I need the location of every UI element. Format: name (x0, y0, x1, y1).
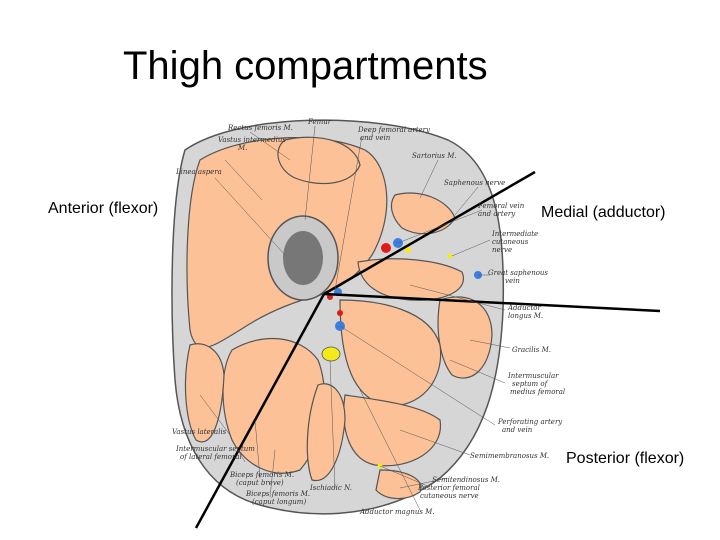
annotation: Vastus lateralis (172, 428, 227, 436)
annotation: of lateral femoral (180, 453, 242, 461)
annotation: Perforating artery (497, 418, 563, 426)
rectus-femoris-muscle (277, 136, 361, 185)
sciatic-nerve (321, 346, 341, 362)
annotation: M. (237, 144, 247, 152)
annotation: (caput longum) (252, 498, 306, 506)
annotation: Semimembranosus M. (470, 452, 549, 460)
annotation: vein (505, 277, 520, 285)
annotation: Biceps femoris M. (229, 471, 294, 479)
annotation: Intermuscular (507, 372, 559, 380)
femur-marrow (283, 231, 323, 285)
annotation: and vein (502, 426, 533, 434)
anterior-compartment-label: Anterior (flexor) (48, 200, 159, 217)
annotation: Gracilis M. (512, 346, 551, 354)
saphenous-nerve (405, 247, 411, 253)
posterior-muscle-center (306, 383, 346, 482)
annotation: Femur (307, 118, 332, 126)
divider-anterior-posterior (194, 293, 326, 529)
annotation: Deep femoral artery (357, 126, 431, 134)
annotation: longus M. (508, 312, 543, 320)
annotation: Intermediate (491, 230, 538, 238)
annotation: Adductor (507, 304, 541, 312)
annotation: cutaneous (492, 238, 529, 246)
intermediate-cutaneous-nerve (447, 253, 453, 259)
leader-lines (199, 125, 511, 511)
adductor-magnus-muscle (339, 299, 442, 407)
biceps-femoris-muscle (222, 337, 326, 474)
divider-medial-posterior (323, 292, 661, 313)
annotation: Saphenous nerve (444, 179, 505, 187)
annotation: (caput breve) (236, 479, 284, 487)
annotation: Adductor magnus M. (359, 508, 435, 516)
annotation: Rectus femoris M. (227, 124, 293, 132)
diagram-annotations: Rectus femoris M. Femur Deep femoral art… (172, 118, 565, 516)
annotation: septum of (512, 380, 549, 388)
divider-anterior-medial (323, 170, 536, 296)
page-title: Thigh compartments (123, 44, 488, 88)
perforating-artery (337, 310, 343, 316)
annotation: Intermuscular septum (175, 445, 255, 453)
vastus-lateralis-lower (184, 343, 225, 443)
sartorius-muscle (390, 192, 456, 235)
annotation: and artery (478, 210, 516, 218)
adductor-longus-muscle (357, 258, 465, 301)
annotation: Ischiadic N. (309, 484, 352, 492)
posterior-compartment-label: Posterior (flexor) (566, 450, 685, 467)
annotation: Sartorius M. (412, 152, 457, 160)
annotation: Great saphenous (488, 269, 548, 277)
semimembranosus-muscle (343, 394, 442, 467)
annotation: cutaneous nerve (420, 492, 479, 500)
annotation: Linea aspera (175, 168, 222, 176)
medial-compartment-label: Medial (adductor) (541, 204, 666, 221)
femoral-artery (381, 243, 391, 253)
annotation: Semitendinosus M. (432, 476, 500, 484)
annotation: Posterior femoral (417, 484, 480, 492)
annotation: medius femoral (510, 388, 565, 396)
annotation: nerve (492, 246, 512, 254)
annotation: and vein (360, 134, 391, 142)
annotation: Vastus intermedius (218, 136, 286, 144)
annotation: Biceps femoris M. (245, 490, 310, 498)
annotation: Femoral vein (477, 202, 525, 210)
